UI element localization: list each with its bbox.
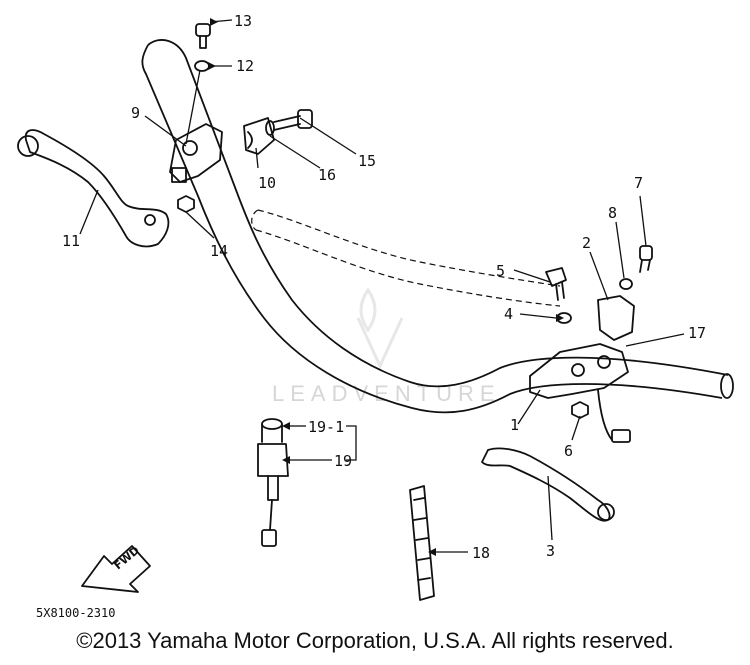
wire-17 xyxy=(597,389,631,443)
nut-6 xyxy=(571,401,589,419)
copyright-notice: ©2013 Yamaha Motor Corporation, U.S.A. A… xyxy=(76,628,674,653)
callout-4: 4 xyxy=(504,305,513,323)
washer-12 xyxy=(194,60,210,72)
right-brake-lever xyxy=(481,447,615,522)
callout-3: 3 xyxy=(546,542,555,560)
left-lever-holder xyxy=(169,123,223,183)
leader-lines xyxy=(79,18,685,556)
callout-10: 10 xyxy=(258,174,276,192)
callout-8: 8 xyxy=(608,204,617,222)
callout-11: 11 xyxy=(62,232,80,250)
callout-13: 13 xyxy=(234,12,252,30)
screw-7 xyxy=(639,245,653,273)
callout-19: 19 xyxy=(334,452,352,470)
callout-9: 9 xyxy=(131,104,140,122)
cable-tie-18 xyxy=(409,485,435,601)
nut-14 xyxy=(177,195,195,213)
callout-17: 17 xyxy=(688,324,706,342)
callout-19-1: 19-1 xyxy=(308,418,344,436)
callout-6: 6 xyxy=(564,442,573,460)
switch-19 xyxy=(257,418,289,547)
drawing-code: 5X8100-2310 xyxy=(36,606,115,620)
callout-16: 16 xyxy=(318,166,336,184)
callout-14: 14 xyxy=(210,242,228,260)
fwd-label: FWD xyxy=(112,544,142,572)
watermark-logo xyxy=(356,287,404,370)
callout-1: 1 xyxy=(510,416,519,434)
right-lever-holder xyxy=(529,343,629,399)
callout-5: 5 xyxy=(496,262,505,280)
washer-16 xyxy=(265,120,275,136)
callout-12: 12 xyxy=(236,57,254,75)
fwd-arrow-icon xyxy=(81,545,151,593)
handlebar xyxy=(141,39,734,414)
callout-7: 7 xyxy=(634,174,643,192)
callout-18: 18 xyxy=(472,544,490,562)
callout-15: 15 xyxy=(358,152,376,170)
bolt-13 xyxy=(195,23,211,49)
watermark-text: LEADVENTURE xyxy=(272,381,501,406)
callout-labels: 13 12 9 10 16 15 11 14 2 8 7 5 4 17 1 6 … xyxy=(62,12,706,562)
left-clutch-lever xyxy=(17,129,170,248)
clamp-10 xyxy=(243,117,275,155)
washer-8 xyxy=(619,278,633,290)
callout-2: 2 xyxy=(582,234,591,252)
switch-2 xyxy=(597,295,635,341)
bolt-15 xyxy=(273,109,313,131)
